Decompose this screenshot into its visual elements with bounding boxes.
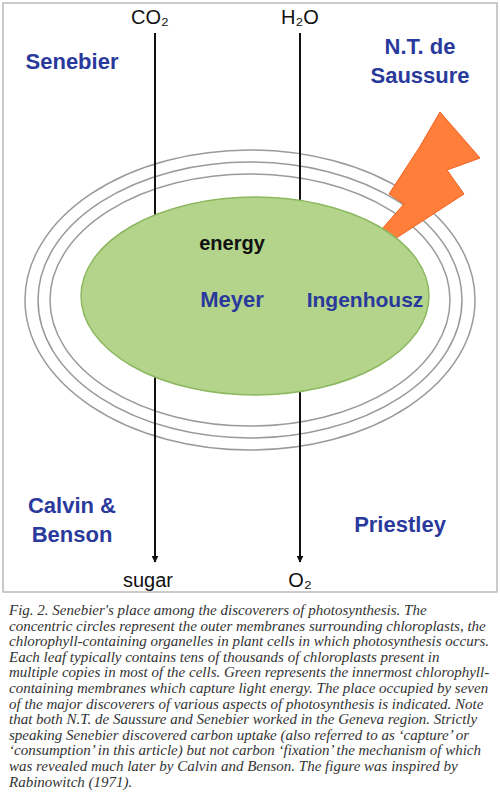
- middle-membrane: [38, 162, 462, 438]
- discoverer-name: N.T. de Saussure: [350, 33, 490, 90]
- inner-membrane: [50, 174, 450, 426]
- energy-label: energy: [199, 232, 265, 255]
- discoverer-name: Calvin & Benson: [16, 492, 128, 549]
- figure-frame: [3, 3, 497, 592]
- product-label: O₂: [288, 567, 311, 593]
- discoverer-name: Ingenhousz: [307, 288, 424, 312]
- molecule-label: H₂O: [281, 4, 319, 30]
- chlorophyll-membrane: energyMeyer Ingenhousz: [80, 196, 430, 396]
- product-label: sugar: [123, 567, 173, 593]
- molecule-label: CO₂: [131, 4, 169, 30]
- membrane-ellipse: [81, 197, 429, 395]
- discoverer-name: Senebier: [26, 48, 119, 77]
- figure-caption: Fig. 2. Senebier's place among the disco…: [9, 603, 491, 790]
- discoverer-name: Meyer: [200, 287, 264, 313]
- discoverer-name: Priestley: [354, 511, 446, 540]
